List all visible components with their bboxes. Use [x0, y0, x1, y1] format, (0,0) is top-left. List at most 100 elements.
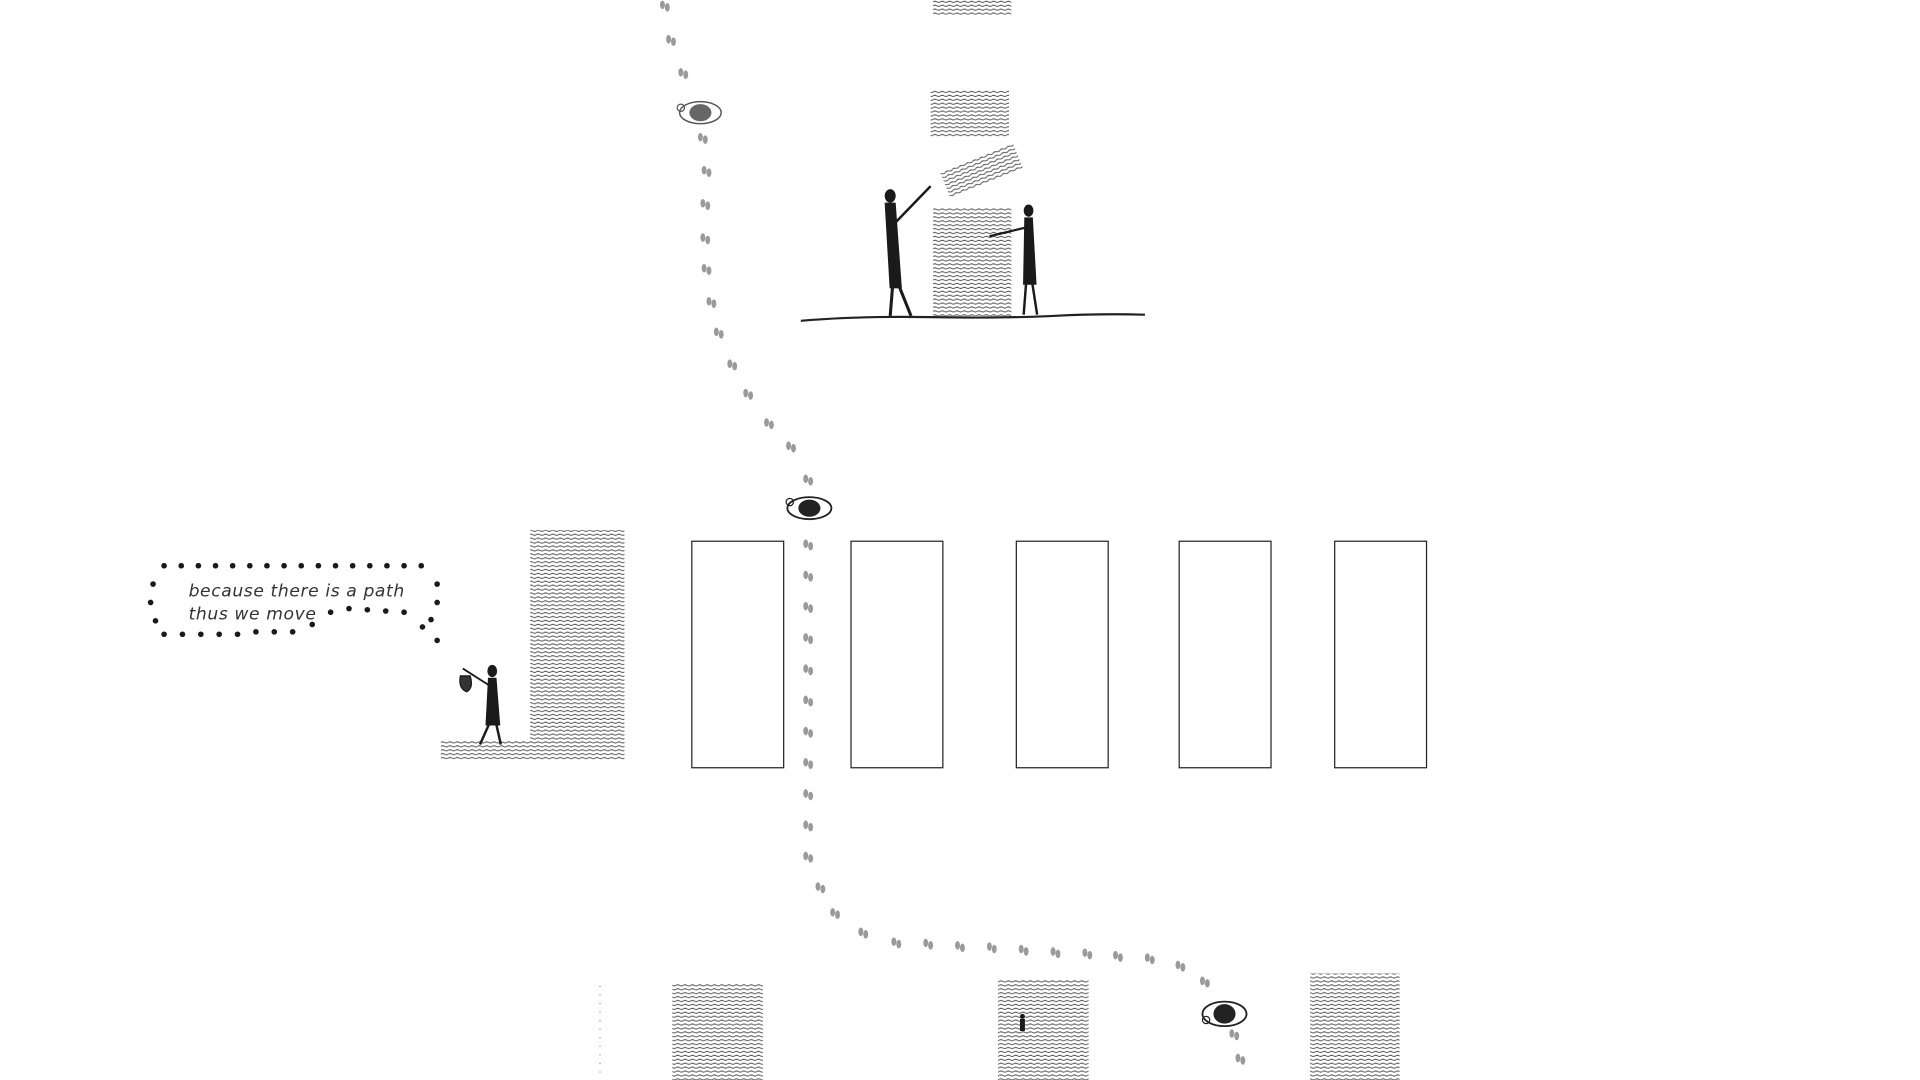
bubble-dot: [315, 562, 322, 569]
hatched-block: [530, 530, 625, 761]
footprint-icon: [1087, 950, 1093, 960]
hatched-block: [930, 89, 1009, 138]
panel-slot[interactable]: [691, 540, 785, 769]
footprint-icon: [678, 67, 684, 77]
bubble-dot: [212, 562, 219, 569]
panel-slot[interactable]: [850, 540, 944, 769]
footprint-icon: [803, 726, 809, 736]
bubble-dot: [216, 631, 222, 638]
bubble-dot: [289, 629, 296, 635]
panel-slot[interactable]: [1178, 540, 1272, 769]
bubble-dot: [147, 599, 154, 606]
speech-bubble-dots: [147, 562, 440, 644]
hatched-block: [672, 983, 763, 1080]
footprint-icon: [743, 388, 749, 398]
bubble-dot: [253, 629, 259, 635]
footprint-icon: [671, 37, 676, 46]
footprint-icon: [1050, 947, 1056, 956]
footprint-icon: [1235, 1053, 1241, 1063]
footprint-icon: [803, 789, 809, 798]
footprint-icon: [808, 541, 814, 551]
footprint-icon: [803, 601, 809, 611]
footprint-icon: [960, 943, 965, 953]
turtle-icon: [1201, 1000, 1248, 1028]
bubble-dot: [281, 562, 287, 569]
bubble-dot: [152, 618, 159, 624]
footprint-icon: [683, 70, 689, 79]
bubble-dot: [428, 616, 434, 623]
footprint-icon: [1234, 1031, 1240, 1041]
footprint-icon: [727, 359, 733, 368]
footprint-icon: [1144, 953, 1150, 962]
footprint-icon: [803, 757, 809, 767]
footprint-icon: [718, 330, 724, 339]
traveler-figure-icon: [459, 664, 503, 745]
footprint-icon: [858, 927, 864, 937]
panel-slot[interactable]: [1334, 540, 1428, 769]
bubble-dot: [401, 562, 407, 569]
footprint-icon: [1113, 950, 1118, 960]
footprint-icon: [1055, 949, 1061, 959]
hatched-block-tilted: [940, 143, 1023, 198]
bubble-dot: [309, 621, 316, 628]
bubble-dot: [198, 631, 204, 638]
bubble-dot: [332, 562, 339, 569]
bubble-dot: [234, 631, 241, 638]
bubble-dot: [150, 581, 156, 587]
footprint-icon: [713, 327, 719, 337]
footprint-icon: [803, 539, 809, 548]
footprint-icon: [891, 937, 897, 946]
footprint-icon: [808, 822, 814, 832]
bubble-dot: [298, 562, 305, 569]
carrying-figure-icon: [989, 204, 1039, 315]
bubble-dot: [434, 637, 440, 644]
footprint-icon: [732, 361, 738, 371]
footprint-icon: [808, 635, 814, 645]
footprint-icon: [808, 729, 814, 738]
footprint-icon: [1240, 1056, 1246, 1065]
hatched-block: [1310, 973, 1400, 1080]
footprint-icon: [700, 233, 706, 242]
bubble-dot: [384, 562, 390, 569]
footprint-icon: [705, 235, 711, 245]
footprint-icon: [808, 573, 814, 582]
footprint-icon: [808, 760, 814, 769]
bubble-dot: [349, 562, 356, 569]
footprint-icon: [1204, 978, 1210, 988]
bubble-dot: [195, 562, 202, 569]
bubble-dot: [179, 631, 186, 638]
footprint-icon: [803, 851, 809, 861]
footprint-icon: [803, 664, 809, 673]
footprint-icon: [803, 633, 809, 642]
bubble-dot: [229, 562, 236, 569]
footprint-icon: [706, 266, 712, 275]
bubble-dot: [161, 631, 167, 638]
bubble-dot: [401, 609, 407, 616]
ground-line: [800, 313, 1145, 322]
footprint-icon: [697, 132, 703, 142]
bubble-dot: [161, 562, 167, 569]
footprint-icon: [830, 907, 836, 917]
speech-line-2: thus we move: [189, 605, 317, 625]
bubble-dot: [327, 609, 334, 616]
footprint-icon: [701, 165, 707, 175]
footprint-icon: [1180, 963, 1186, 972]
footprint-icon: [660, 0, 665, 10]
panel-slot[interactable]: [1015, 540, 1109, 769]
footprint-icon: [1200, 976, 1205, 986]
footprint-icon: [986, 942, 992, 951]
bubble-dot: [246, 562, 253, 569]
turtle-icon: [676, 100, 722, 125]
bubble-dot: [366, 562, 373, 569]
footprint-path: [660, 0, 1246, 1065]
small-figure-icon: [1020, 1013, 1025, 1032]
footprint-icon: [835, 910, 840, 919]
bubble-dot: [346, 605, 352, 612]
hatched-block: [997, 979, 1089, 1080]
speech-line-1: because there is a path: [189, 581, 405, 601]
footprint-icon: [808, 791, 814, 801]
footprint-icon: [1018, 944, 1024, 954]
footprint-icon: [664, 3, 670, 12]
footprint-icon: [702, 135, 708, 144]
bubble-dot: [264, 562, 270, 569]
